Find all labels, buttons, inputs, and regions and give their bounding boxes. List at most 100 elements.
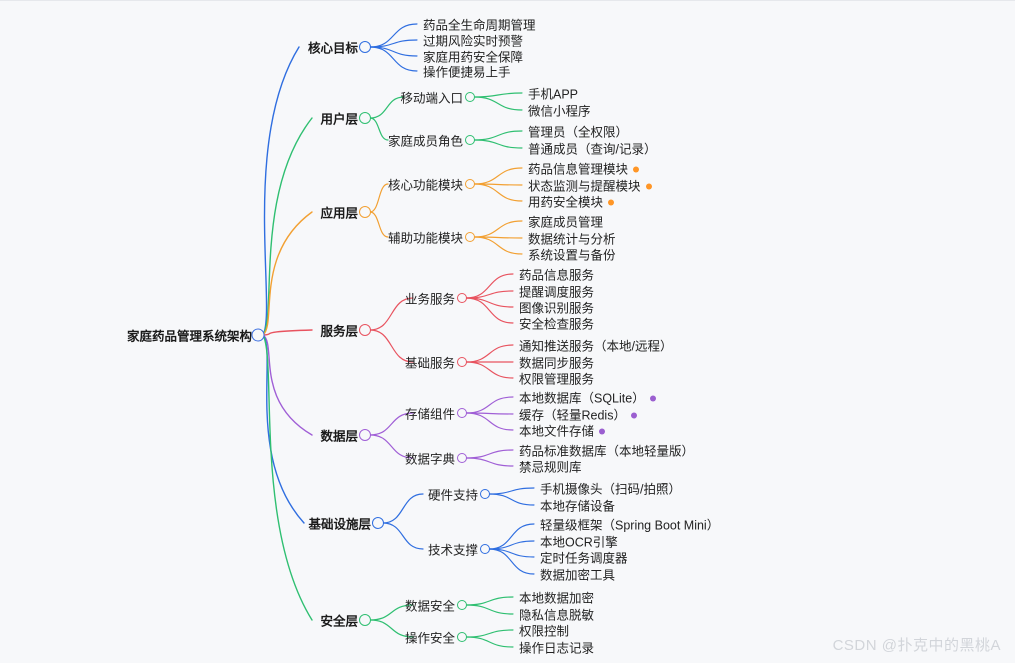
node-label: 基础设施层 <box>308 517 371 532</box>
watermark: CSDN @扑克中的黑桃A <box>832 637 1001 654</box>
leaf-node-6-1-0[interactable]: 权限控制 <box>519 621 569 640</box>
leaf-node-2-0-0[interactable]: 药品信息管理模块 <box>528 159 640 178</box>
leaf-node-2-1-2[interactable]: 系统设置与备份 <box>528 245 616 264</box>
sub-node-6-1[interactable]: 操作安全 <box>405 628 455 647</box>
status-dot <box>649 395 656 402</box>
sub-node-6-0[interactable]: 数据安全 <box>405 596 455 615</box>
sub-node-2-1[interactable]: 辅助功能模块 <box>388 228 463 247</box>
status-dot <box>633 166 640 173</box>
leaf-node-3-0-0[interactable]: 药品信息服务 <box>519 265 594 284</box>
sub-node-4-1[interactable]: 数据字典 <box>405 449 455 468</box>
leaf-node-0-0[interactable]: 药品全生命周期管理 <box>423 15 536 34</box>
sub-node-5-1[interactable]: 技术支撑 <box>428 540 478 559</box>
leaf-node-4-0-0[interactable]: 本地数据库（SQLite） <box>519 388 656 407</box>
node-connector[interactable] <box>359 429 371 441</box>
leaf-node-0-2[interactable]: 家庭用药安全保障 <box>423 47 523 66</box>
node-label: 普通成员（查询/记录） <box>528 142 657 157</box>
leaf-node-6-0-0[interactable]: 本地数据加密 <box>519 588 594 607</box>
node-label: 通知推送服务（本地/远程） <box>519 339 673 354</box>
leaf-node-3-0-1[interactable]: 提醒调度服务 <box>519 282 594 301</box>
leaf-node-4-0-2[interactable]: 本地文件存储 <box>519 421 606 440</box>
node-connector[interactable] <box>457 357 467 367</box>
status-dot <box>630 412 637 419</box>
sub-node-3-0[interactable]: 业务服务 <box>405 289 455 308</box>
leaf-node-3-0-3[interactable]: 安全检查服务 <box>519 314 594 333</box>
leaf-node-4-1-0[interactable]: 药品标准数据库（本地轻量版） <box>519 441 694 460</box>
node-connector[interactable] <box>465 92 475 102</box>
leaf-node-4-0-1[interactable]: 缓存（轻量Redis） <box>519 405 637 424</box>
node-connector[interactable] <box>457 293 467 303</box>
node-connector[interactable] <box>465 179 475 189</box>
node-label: 轻量级框架（Spring Boot Mini） <box>540 518 720 533</box>
branch-node-2[interactable]: 应用层 <box>320 203 358 222</box>
branch-node-5[interactable]: 基础设施层 <box>308 514 371 533</box>
leaf-node-2-0-2[interactable]: 用药安全模块 <box>528 192 615 211</box>
leaf-node-6-0-1[interactable]: 隐私信息脱敏 <box>519 605 594 624</box>
node-connector[interactable] <box>457 600 467 610</box>
node-label: 提醒调度服务 <box>519 285 595 300</box>
branch-node-3[interactable]: 服务层 <box>320 321 358 340</box>
node-label: 家庭用药安全保障 <box>423 50 524 65</box>
leaf-node-5-1-1[interactable]: 本地OCR引擎 <box>540 532 618 551</box>
leaf-node-1-1-1[interactable]: 普通成员（查询/记录） <box>528 139 656 158</box>
branch-node-1[interactable]: 用户层 <box>320 109 358 128</box>
branch-node-0[interactable]: 核心目标 <box>308 38 358 57</box>
sub-node-3-1[interactable]: 基础服务 <box>405 353 455 372</box>
leaf-node-4-1-1[interactable]: 禁忌规则库 <box>519 457 582 476</box>
leaf-node-3-1-2[interactable]: 权限管理服务 <box>519 369 594 388</box>
leaf-node-0-3[interactable]: 操作便捷易上手 <box>423 62 511 81</box>
node-connector[interactable] <box>480 489 490 499</box>
node-connector[interactable] <box>359 41 371 53</box>
node-connector[interactable] <box>457 408 467 418</box>
node-connector[interactable] <box>457 453 467 463</box>
node-label: 管理员（全权限） <box>528 125 629 140</box>
node-label: 业务服务 <box>404 292 455 307</box>
node-label: 手机APP <box>528 87 579 102</box>
leaf-node-0-1[interactable]: 过期风险实时预警 <box>423 31 523 50</box>
branch-node-4[interactable]: 数据层 <box>320 426 358 445</box>
root-node-label[interactable]: 家庭药品管理系统架构 <box>127 326 252 345</box>
leaf-node-5-1-0[interactable]: 轻量级框架（Spring Boot Mini） <box>540 515 719 534</box>
branch-node-6[interactable]: 安全层 <box>320 611 358 630</box>
leaf-node-3-1-1[interactable]: 数据同步服务 <box>519 353 594 372</box>
node-label: 微信小程序 <box>528 104 591 119</box>
node-label: 操作日志记录 <box>519 641 595 656</box>
node-label: 数据字典 <box>404 452 455 467</box>
node-label: 过期风险实时预警 <box>423 34 524 49</box>
leaf-node-2-0-1[interactable]: 状态监测与提醒模块 <box>528 176 652 195</box>
leaf-node-1-1-0[interactable]: 管理员（全权限） <box>528 122 628 141</box>
node-label: 权限控制 <box>519 624 570 639</box>
node-label: 家庭成员管理 <box>528 215 604 230</box>
leaf-node-1-0-0[interactable]: 手机APP <box>528 84 578 103</box>
node-connector[interactable] <box>251 328 265 342</box>
node-connector[interactable] <box>359 614 371 626</box>
leaf-node-5-0-1[interactable]: 本地存储设备 <box>540 496 615 515</box>
node-connector[interactable] <box>480 544 490 554</box>
node-connector[interactable] <box>359 206 371 218</box>
leaf-node-6-1-1[interactable]: 操作日志记录 <box>519 638 594 657</box>
sub-node-4-0[interactable]: 存储组件 <box>405 404 455 423</box>
leaf-node-1-0-1[interactable]: 微信小程序 <box>528 101 591 120</box>
node-connector[interactable] <box>465 135 475 145</box>
leaf-node-5-0-0[interactable]: 手机摄像头（扫码/拍照） <box>540 479 681 498</box>
leaf-node-2-1-1[interactable]: 数据统计与分析 <box>528 229 616 248</box>
node-connector[interactable] <box>359 324 371 336</box>
leaf-node-3-0-2[interactable]: 图像识别服务 <box>519 298 594 317</box>
node-label: 本地数据加密 <box>519 591 595 606</box>
sub-node-1-1[interactable]: 家庭成员角色 <box>388 131 463 150</box>
node-connector[interactable] <box>457 632 467 642</box>
sub-node-5-0[interactable]: 硬件支持 <box>428 485 478 504</box>
node-connector[interactable] <box>465 232 475 242</box>
leaf-node-2-1-0[interactable]: 家庭成员管理 <box>528 212 603 231</box>
node-label: 数据层 <box>320 429 358 444</box>
leaf-node-5-1-2[interactable]: 定时任务调度器 <box>540 548 628 567</box>
node-label: 药品全生命周期管理 <box>423 18 536 33</box>
node-label: 权限管理服务 <box>519 372 595 387</box>
sub-node-1-0[interactable]: 移动端入口 <box>400 88 463 107</box>
sub-node-2-0[interactable]: 核心功能模块 <box>388 175 463 194</box>
node-connector[interactable] <box>372 517 384 529</box>
leaf-node-3-1-0[interactable]: 通知推送服务（本地/远程） <box>519 336 672 355</box>
leaf-node-5-1-3[interactable]: 数据加密工具 <box>540 565 615 584</box>
node-connector[interactable] <box>359 112 371 124</box>
